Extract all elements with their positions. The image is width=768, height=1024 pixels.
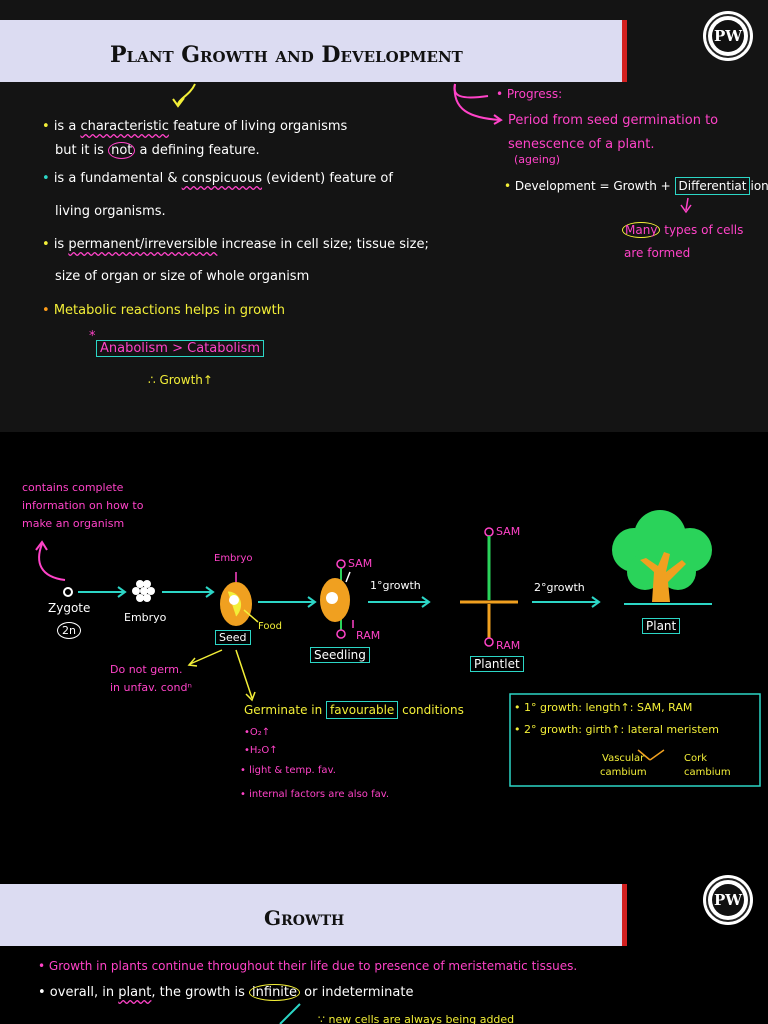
sam-label-seedling: SAM xyxy=(348,557,373,570)
slide3-arrows xyxy=(279,1003,301,1024)
seedling-label: Seedling xyxy=(310,647,370,663)
plantlet-label: Plantlet xyxy=(470,656,524,672)
ageing-note: (ageing) xyxy=(514,153,561,166)
many-types: Many types of cells xyxy=(622,222,743,238)
condition-oxygen: •O₂↑ xyxy=(244,727,271,738)
seedling-drawing xyxy=(320,559,354,639)
condition-light-temp: • light & temp. fav. xyxy=(240,765,336,776)
primary-growth-info: • 1° growth: length↑: SAM, RAM xyxy=(514,701,693,714)
ploidy-2n: 2n xyxy=(57,622,81,639)
star-mark: * xyxy=(89,329,96,344)
bullet-metabolic: • Metabolic reactions helps in growth xyxy=(42,303,286,318)
growth-line3: ∵ new cells are always being added xyxy=(318,1013,515,1024)
embryo-label: Embryo xyxy=(124,611,167,624)
growth-line2: • overall, in plant, the growth is infin… xyxy=(38,984,414,1001)
embryo-cluster xyxy=(132,580,155,602)
slide-title-growth: Growth xyxy=(264,906,345,930)
vascular-line2: cambium xyxy=(600,767,647,778)
pw-logo: PW xyxy=(706,14,750,58)
food-label: Food xyxy=(258,621,282,632)
seed-label: Seed xyxy=(215,630,251,645)
period-line2: senescence of a plant. xyxy=(508,137,655,152)
bullet-permanent: • is permanent/irreversible increase in … xyxy=(42,237,429,252)
plantlet-drawing xyxy=(460,527,518,647)
slide1-annotations xyxy=(172,83,692,214)
note-line3: make an organism xyxy=(22,517,125,530)
condition-internal: • internal factors are also fav. xyxy=(240,789,390,800)
donot-line2: in unfav. condⁿ xyxy=(110,681,192,694)
growth-info-box xyxy=(509,693,761,787)
plant-label: Plant xyxy=(642,618,681,634)
germinate-line: Germinate in favourable conditions xyxy=(244,701,464,719)
tree-drawing xyxy=(612,510,712,605)
vascular-line1: Vascular xyxy=(602,753,645,764)
bullet-organ-size: size of organ or size of whole organism xyxy=(55,269,310,284)
growth-line1: • Growth in plants continue throughout t… xyxy=(38,959,578,973)
cork-line1: Cork xyxy=(684,753,708,764)
secondary-growth-info: • 2° growth: girth↑: lateral meristem xyxy=(514,723,720,736)
seed-drawing xyxy=(220,582,252,626)
period-line1: Period from seed germination to xyxy=(508,113,719,128)
anabolism-box: Anabolism > Catabolism xyxy=(96,340,265,357)
are-formed: are formed xyxy=(624,246,691,260)
slide-growth: Growth PW • Growth in plants continue th… xyxy=(0,864,768,1024)
slide-title: Plant Growth and Development xyxy=(110,42,463,68)
slide-life-cycle-diagram: contains complete information on how to … xyxy=(0,432,768,864)
bullet-not-defining: but it is not a defining feature. xyxy=(55,142,260,159)
zygote-dot xyxy=(63,587,73,597)
title-bar-growth: Growth xyxy=(0,884,627,946)
therefore-growth: ∴ Growth↑ xyxy=(148,373,213,387)
note-line1: contains complete xyxy=(22,481,124,494)
bullet-living-organisms: living organisms. xyxy=(55,204,166,219)
bullet-characteristic: • is a characteristic feature of living … xyxy=(42,119,348,134)
condition-water: •H₂O↑ xyxy=(244,745,278,756)
sam-label-plantlet: SAM xyxy=(496,525,521,538)
note-line2: information on how to xyxy=(22,499,144,512)
ram-label-seedling: RAM xyxy=(356,629,381,642)
secondary-growth-label: 2°growth xyxy=(534,581,585,594)
embryo-top-label: Embryo xyxy=(214,553,253,564)
title-bar: Plant Growth and Development xyxy=(0,20,627,82)
title-bar-accent xyxy=(622,20,627,82)
cork-line2: cambium xyxy=(684,767,731,778)
ram-label-plantlet: RAM xyxy=(496,639,521,652)
primary-growth-label: 1°growth xyxy=(370,579,421,592)
zygote-label: Zygote xyxy=(48,601,91,615)
life-cycle-diagram xyxy=(35,510,761,787)
slide-plant-growth-development: Plant Growth and Development PW • is a c… xyxy=(0,0,768,432)
pw-logo-growth: PW xyxy=(706,878,750,922)
bullet-fundamental: • is a fundamental & conspicuous (eviden… xyxy=(42,171,393,186)
donot-line1: Do not germ. xyxy=(110,663,183,676)
title-bar-accent-growth xyxy=(622,884,627,946)
progress-label: • Progress: xyxy=(496,87,563,101)
